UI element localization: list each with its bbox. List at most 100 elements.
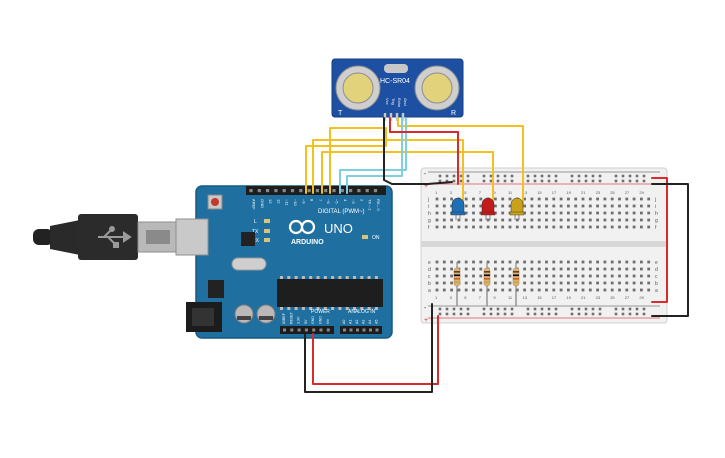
breadboard-rail-hole[interactable] bbox=[554, 312, 558, 316]
breadboard-hole[interactable] bbox=[486, 225, 490, 229]
breadboard-hole[interactable] bbox=[596, 211, 599, 215]
breadboard-hole[interactable] bbox=[610, 218, 614, 222]
power-pin-hole[interactable] bbox=[290, 328, 294, 332]
analog-pin-hole[interactable] bbox=[343, 328, 346, 332]
breadboard-rail-hole[interactable] bbox=[526, 307, 530, 311]
breadboard-hole[interactable] bbox=[647, 225, 651, 229]
breadboard-hole[interactable] bbox=[567, 225, 570, 229]
breadboard-hole[interactable] bbox=[625, 281, 629, 285]
breadboard-rail-hole[interactable] bbox=[598, 312, 602, 316]
breadboard-hole[interactable] bbox=[450, 281, 453, 285]
breadboard-hole[interactable] bbox=[450, 204, 453, 208]
breadboard-hole[interactable] bbox=[501, 225, 505, 229]
breadboard-hole[interactable] bbox=[559, 218, 563, 222]
power-pin-hole[interactable] bbox=[297, 328, 301, 332]
breadboard-hole[interactable] bbox=[559, 267, 563, 271]
led-blue[interactable] bbox=[450, 197, 466, 220]
breadboard-hole[interactable] bbox=[515, 225, 519, 229]
breadboard-hole[interactable] bbox=[442, 281, 446, 285]
breadboard-hole[interactable] bbox=[596, 281, 599, 285]
power-pin-hole[interactable] bbox=[326, 328, 330, 332]
analog-pin-hole[interactable] bbox=[356, 328, 359, 332]
wire-cyan-trig[interactable] bbox=[339, 117, 407, 194]
breadboard-rail-hole[interactable] bbox=[635, 312, 639, 316]
analog-pin-hole[interactable] bbox=[375, 328, 379, 332]
breadboard-hole[interactable] bbox=[508, 260, 512, 264]
digital-pin-hole[interactable] bbox=[340, 189, 344, 193]
breadboard-hole[interactable] bbox=[588, 281, 592, 285]
breadboard-hole[interactable] bbox=[442, 211, 446, 215]
breadboard-rail-hole[interactable] bbox=[482, 307, 486, 311]
breadboard-hole[interactable] bbox=[574, 267, 578, 271]
breadboard-hole[interactable] bbox=[552, 197, 556, 201]
breadboard-hole[interactable] bbox=[494, 274, 497, 278]
breadboard-hole[interactable] bbox=[442, 274, 446, 278]
breadboard-hole[interactable] bbox=[625, 211, 629, 215]
breadboard-rail-hole[interactable] bbox=[526, 312, 530, 316]
breadboard-hole[interactable] bbox=[523, 197, 526, 201]
breadboard-hole[interactable] bbox=[567, 218, 570, 222]
breadboard-hole[interactable] bbox=[450, 260, 453, 264]
breadboard-rail-hole[interactable] bbox=[445, 307, 449, 311]
breadboard-hole[interactable] bbox=[567, 267, 570, 271]
breadboard-rail-hole[interactable] bbox=[621, 312, 625, 316]
breadboard-hole[interactable] bbox=[574, 288, 578, 292]
breadboard-hole[interactable] bbox=[537, 281, 541, 285]
digital-pin-hole[interactable] bbox=[290, 189, 295, 193]
breadboard-hole[interactable] bbox=[494, 260, 497, 264]
breadboard-hole[interactable] bbox=[508, 281, 512, 285]
breadboard-hole[interactable] bbox=[596, 225, 599, 229]
breadboard-rail-hole[interactable] bbox=[526, 179, 530, 183]
breadboard-rail-hole[interactable] bbox=[489, 307, 493, 311]
wire-yellow-led3[interactable] bbox=[321, 151, 494, 205]
breadboard-hole[interactable] bbox=[457, 218, 461, 222]
breadboard-rail-hole[interactable] bbox=[466, 312, 470, 316]
breadboard-hole[interactable] bbox=[545, 281, 548, 285]
breadboard-hole[interactable] bbox=[640, 197, 643, 201]
power-pin-hole[interactable] bbox=[304, 328, 308, 332]
breadboard-hole[interactable] bbox=[625, 288, 629, 292]
breadboard-hole[interactable] bbox=[581, 260, 585, 264]
breadboard-hole[interactable] bbox=[530, 281, 534, 285]
breadboard-hole[interactable] bbox=[501, 288, 505, 292]
breadboard-rail-hole[interactable] bbox=[452, 307, 456, 311]
breadboard-hole[interactable] bbox=[464, 197, 468, 201]
breadboard-hole[interactable] bbox=[552, 218, 556, 222]
breadboard-hole[interactable] bbox=[457, 288, 461, 292]
breadboard-hole[interactable] bbox=[567, 197, 570, 201]
breadboard-hole[interactable] bbox=[537, 267, 541, 271]
breadboard-hole[interactable] bbox=[618, 211, 621, 215]
digital-pin-hole[interactable] bbox=[365, 189, 369, 193]
breadboard-hole[interactable] bbox=[588, 225, 592, 229]
breadboard-rail-hole[interactable] bbox=[591, 312, 595, 316]
breadboard-hole[interactable] bbox=[610, 267, 614, 271]
breadboard-hole[interactable] bbox=[647, 211, 651, 215]
breadboard-hole[interactable] bbox=[647, 260, 651, 264]
breadboard-hole[interactable] bbox=[640, 281, 643, 285]
breadboard-hole[interactable] bbox=[603, 274, 607, 278]
breadboard-hole[interactable] bbox=[464, 225, 468, 229]
breadboard-rail-hole[interactable] bbox=[642, 312, 646, 316]
breadboard-hole[interactable] bbox=[640, 204, 643, 208]
breadboard-rail-hole[interactable] bbox=[503, 179, 507, 183]
breadboard-hole[interactable] bbox=[464, 267, 468, 271]
breadboard-rail-hole[interactable] bbox=[540, 174, 544, 178]
breadboard-hole[interactable] bbox=[618, 225, 621, 229]
breadboard-hole[interactable] bbox=[479, 288, 483, 292]
breadboard-rail-hole[interactable] bbox=[503, 312, 507, 316]
breadboard-hole[interactable] bbox=[581, 274, 585, 278]
breadboard-hole[interactable] bbox=[545, 197, 548, 201]
breadboard-hole[interactable] bbox=[494, 267, 497, 271]
breadboard-hole[interactable] bbox=[435, 197, 439, 201]
breadboard-hole[interactable] bbox=[479, 197, 483, 201]
digital-pin-hole[interactable] bbox=[282, 189, 286, 193]
breadboard-rail-hole[interactable] bbox=[496, 174, 500, 178]
breadboard-hole[interactable] bbox=[574, 197, 578, 201]
power-pin-hole[interactable] bbox=[312, 328, 316, 332]
digital-pin-hole[interactable] bbox=[307, 189, 311, 193]
breadboard-rail-hole[interactable] bbox=[591, 179, 595, 183]
sensor-pin[interactable] bbox=[383, 113, 387, 121]
breadboard-rail-hole[interactable] bbox=[614, 312, 618, 316]
breadboard-hole[interactable] bbox=[442, 260, 446, 264]
breadboard-hole[interactable] bbox=[581, 225, 585, 229]
